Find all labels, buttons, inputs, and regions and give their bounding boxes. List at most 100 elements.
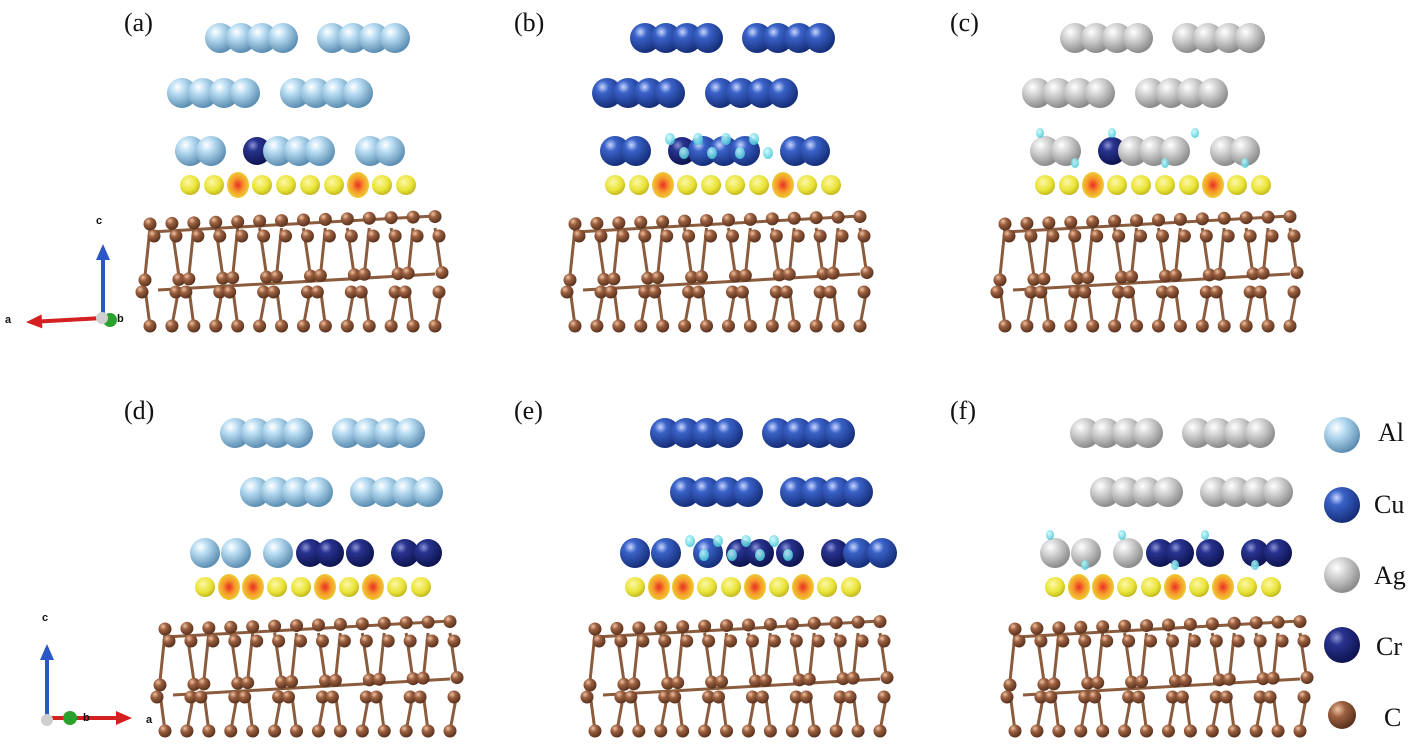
carbon-atom [311, 618, 325, 632]
carbon-atom [147, 229, 161, 243]
carbon-atom [384, 211, 398, 225]
metal-atom-cu [747, 78, 777, 108]
carbon-atom [678, 214, 692, 228]
carbon-atom [588, 724, 602, 738]
carbon-atom [143, 217, 157, 231]
carbon-atom [1078, 285, 1092, 299]
cr-dopant-atom [1196, 539, 1224, 567]
carbon-atom [1158, 269, 1172, 283]
metal-atom-al [240, 477, 270, 507]
metal-atom-cu [783, 418, 813, 448]
cr-dopant-atom [1098, 137, 1126, 165]
charge-depletion-lobe [1118, 530, 1126, 540]
carbon-atom [851, 724, 865, 738]
metal-atom-cu [804, 418, 834, 448]
panel-label-d: (d) [124, 396, 155, 425]
carbon-atom [1044, 690, 1058, 704]
cr-dopant-atom [414, 539, 442, 567]
charge-depletion-lobe [707, 147, 717, 159]
metal-atom-ag [1214, 23, 1244, 53]
metal-atom-al [226, 23, 256, 53]
carbon-atom [184, 690, 198, 704]
metal-atom-ag [1172, 23, 1202, 53]
carbon-atom [743, 319, 757, 333]
carbon-atom [355, 617, 369, 631]
carbon-atom [1064, 215, 1078, 229]
carbon-atom [1253, 634, 1267, 648]
metal-atom-al [190, 538, 220, 568]
carbon-atom [857, 229, 871, 243]
carbon-atom [1199, 285, 1213, 299]
carbon-atom [1297, 690, 1311, 704]
metal-atom-ag [1043, 78, 1073, 108]
carbon-atom [816, 267, 830, 281]
carbon-atom [634, 319, 648, 333]
carbon-atom [654, 620, 668, 634]
carbon-atom [369, 690, 383, 704]
carbon-atom [1108, 214, 1122, 228]
carbon-atom [1008, 622, 1022, 636]
charge-accumulation-lobe [1082, 172, 1104, 198]
carbon-atom [158, 622, 172, 636]
carbon-atom [632, 724, 646, 738]
metal-atom-ag [1132, 477, 1162, 507]
carbon-atom [275, 319, 289, 333]
charge-accumulation-lobe [821, 175, 841, 195]
carbon-atom [617, 677, 631, 691]
carbon-atom [347, 268, 361, 282]
carbon-atom [860, 266, 874, 280]
metal-atom-ag [1090, 477, 1120, 507]
metal-atom-cu [651, 23, 681, 53]
carbon-atom [612, 216, 626, 230]
metal-atom-ag [1022, 78, 1052, 108]
carbon-atom [246, 620, 260, 634]
carbon-atom [787, 319, 801, 333]
carbon-atom [213, 285, 227, 299]
carbon-atom [1239, 211, 1253, 225]
carbon-atom [270, 270, 284, 284]
carbon-atom [648, 285, 662, 299]
carbon-atom [1249, 616, 1263, 630]
carbon-atom [322, 229, 336, 243]
carbon-atom [1290, 266, 1304, 280]
charge-accumulation-lobe [387, 577, 407, 597]
carbon-atom [877, 690, 891, 704]
metal-atom-ag [1182, 418, 1212, 448]
metal-atom-cu [670, 477, 700, 507]
charge-accumulation-lobe [1189, 577, 1209, 597]
carbon-atom [333, 724, 347, 738]
charge-accumulation-lobe [1227, 175, 1247, 195]
carbon-atom [187, 216, 201, 230]
carbon-atom [1177, 229, 1191, 243]
carbon-atom [660, 229, 674, 243]
charge-accumulation-lobe [797, 175, 817, 195]
metal-atom-al [343, 78, 373, 108]
carbon-atom [303, 269, 317, 283]
carbon-atom [855, 634, 869, 648]
carbon-atom [1183, 724, 1197, 738]
carbon-atom [179, 285, 193, 299]
metal-atom-cu [672, 23, 702, 53]
metal-atom-cu [843, 538, 873, 568]
carbon-atom [873, 615, 887, 629]
metal-atom-ag [1160, 136, 1190, 166]
charge-depletion-lobe [721, 133, 731, 145]
legend-swatch-cr [1324, 627, 1360, 663]
carbon-atom [877, 634, 891, 648]
carbon-atom [990, 285, 1004, 299]
carbon-atom [158, 724, 172, 738]
carbon-atom [403, 690, 417, 704]
carbon-atom [748, 674, 762, 688]
carbon-atom [632, 621, 646, 635]
carbon-atom [268, 724, 282, 738]
metal-atom-ag [1135, 78, 1165, 108]
metal-atom-cu [742, 23, 772, 53]
carbon-atom [275, 675, 289, 689]
carbon-bond [582, 272, 861, 292]
carbon-atom [447, 690, 461, 704]
charge-accumulation-lobe [300, 175, 320, 195]
metal-atom-ag [1071, 538, 1101, 568]
metal-atom-al [205, 23, 235, 53]
cr-dopant-atom [346, 539, 374, 567]
metal-atom-ag [1085, 78, 1115, 108]
